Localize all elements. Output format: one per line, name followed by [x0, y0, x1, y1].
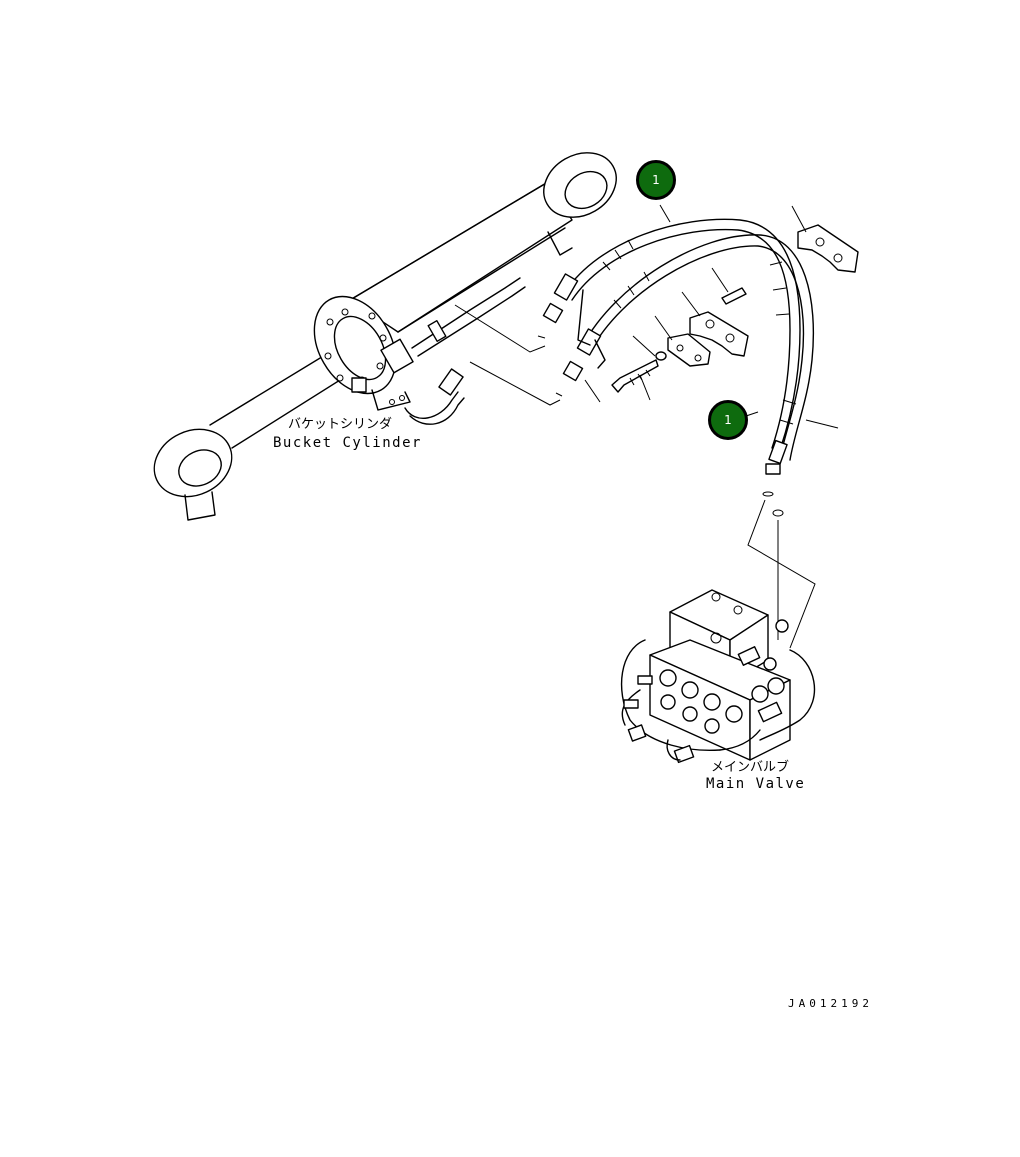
callout-number: 1: [724, 413, 732, 427]
bucket-cylinder-label-en: Bucket Cylinder: [273, 435, 422, 451]
callout-number: 1: [652, 173, 660, 187]
main-valve-label-jp: メインバルブ: [711, 760, 790, 775]
callout-part-1[interactable]: 1: [636, 160, 676, 200]
callout-part-1[interactable]: 1: [708, 400, 748, 440]
main-valve: [620, 589, 816, 764]
bucket-cylinder-label-jp: バケットシリンダ: [288, 417, 393, 432]
hose-assembly: [542, 218, 815, 475]
drawing-code: JA012192: [788, 997, 873, 1010]
clamp-parts: [611, 224, 859, 393]
bucket-cylinder: [153, 152, 617, 521]
main-valve-label-en: Main Valve: [706, 776, 806, 792]
